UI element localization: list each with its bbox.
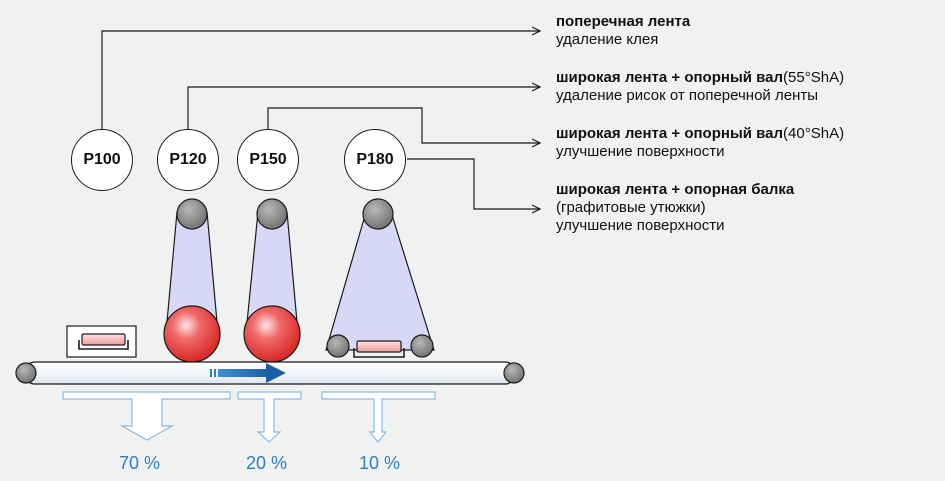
grit-label: P120: [169, 151, 207, 168]
removal-percent-3: 10 %: [359, 453, 401, 473]
contact-roller-p150: [243, 305, 301, 363]
grit-circle-p100: P100: [71, 129, 133, 191]
description-2: широкая лента + опорный вал(55°ShA) удал…: [556, 69, 844, 105]
description-title: широкая лента + опорный вал: [556, 69, 784, 86]
connector-p150: [267, 107, 540, 143]
description-line: (графитовые утюжки): [556, 199, 706, 216]
description-title: поперечная лента: [556, 13, 691, 30]
conveyor-pulley-right: [503, 362, 525, 384]
description-line: улучшение поверхности: [556, 143, 725, 160]
workpiece-under-pad: [353, 340, 405, 358]
feed-direction-arrow: [210, 363, 286, 383]
grit-label: P180: [356, 151, 394, 168]
pulley-top-p120: [176, 198, 208, 230]
description-line: удаление рисок от поперечной ленты: [556, 87, 819, 104]
description-spec: (40°ShA): [783, 125, 845, 142]
pulley-top-p180: [362, 198, 394, 230]
contact-roller-p120: [163, 305, 221, 363]
removal-arrow-1: [62, 391, 231, 441]
pulley-bottom-left-p180: [326, 334, 350, 358]
connector-p120: [187, 87, 540, 130]
description-3: широкая лента + опорный вал(40°ShA) улуч…: [556, 125, 844, 161]
description-title: широкая лента + опорный вал: [556, 125, 784, 142]
description-spec: (55°ShA): [783, 69, 845, 86]
connector-p180: [407, 158, 540, 209]
description-line: удаление клея: [556, 31, 659, 48]
conveyor-pulley-left: [15, 362, 37, 384]
removal-arrow-2: [237, 391, 302, 443]
grit-circle-p180: P180: [344, 129, 406, 191]
connector-p100: [101, 31, 540, 130]
description-line: улучшение поверхности: [556, 217, 725, 234]
grit-circle-p150: P150: [237, 129, 299, 191]
grit-circle-p120: P120: [157, 129, 219, 191]
description-title: широкая лента + опорная балка: [556, 181, 795, 198]
belt-band-p180: [325, 211, 435, 351]
removal-percent-2: 20 %: [246, 453, 288, 473]
grit-label: P100: [83, 151, 121, 168]
pulley-top-p150: [256, 198, 288, 230]
grit-label: P150: [249, 151, 287, 168]
pulley-bottom-right-p180: [410, 334, 434, 358]
description-4: широкая лента + опорная балка (графитовы…: [556, 181, 794, 235]
workpiece-sample: [66, 325, 137, 358]
removal-arrow-3: [321, 391, 436, 443]
description-1: поперечная лента удаление клея: [556, 13, 690, 49]
removal-percent-1: 70 %: [119, 453, 161, 473]
